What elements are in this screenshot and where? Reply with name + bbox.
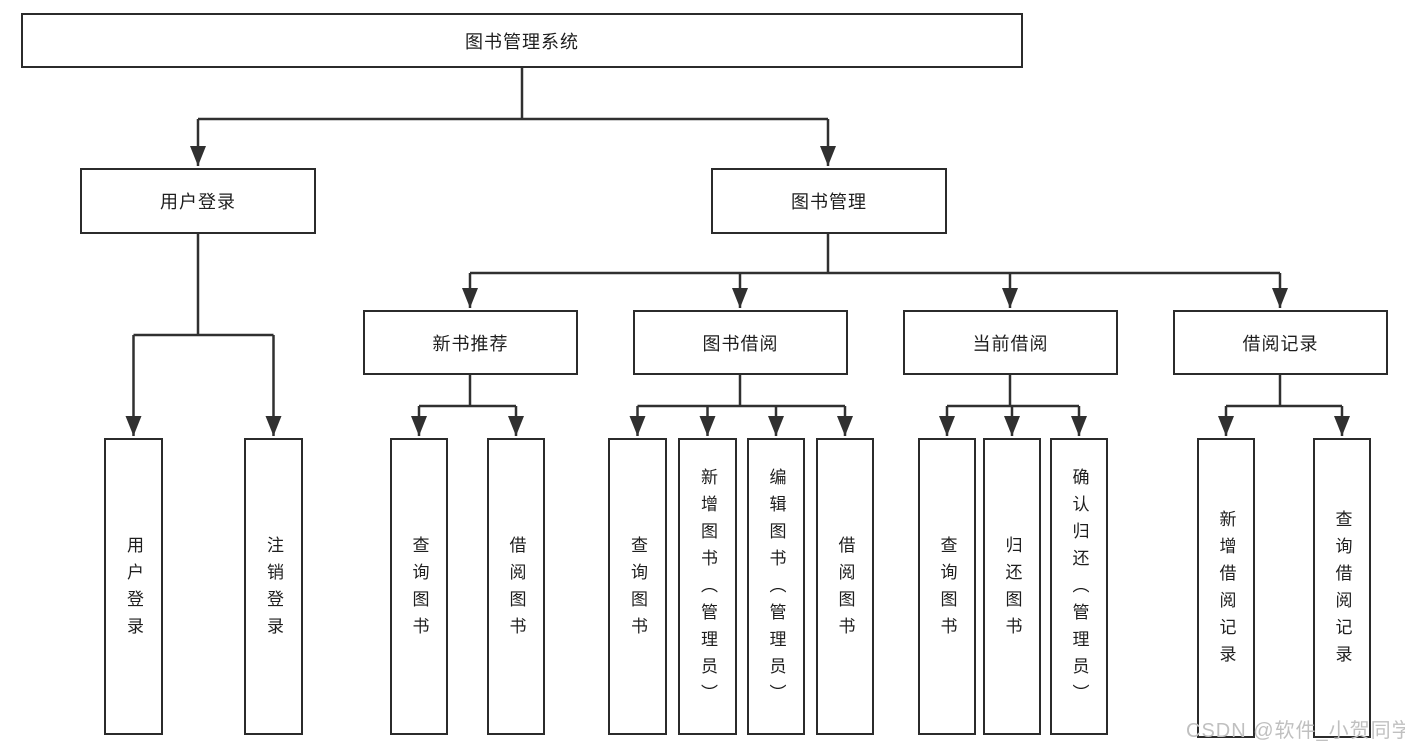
leaf-borrow-query-book: 查询图书: [608, 438, 667, 735]
node-library-management-system: 图书管理系统: [21, 13, 1023, 68]
leaf-current-query-book: 查询图书: [918, 438, 976, 735]
node-borrow-records: 借阅记录: [1173, 310, 1388, 375]
leaf-borrow-borrow-book: 借阅图书: [816, 438, 874, 735]
leaf-logout: 注销登录: [244, 438, 303, 735]
leaf-newbook-borrow-book: 借阅图书: [487, 438, 545, 735]
leaf-borrow-add-book-admin: 新增图书（管理员）: [678, 438, 737, 735]
leaf-newbook-query-book: 查询图书: [390, 438, 448, 735]
leaf-record-add: 新增借阅记录: [1197, 438, 1255, 738]
leaf-current-confirm-return-admin: 确认归还（管理员）: [1050, 438, 1108, 735]
watermark: CSDN @软件_小贺同学: [1186, 720, 1405, 742]
node-current-borrow: 当前借阅: [903, 310, 1118, 375]
leaf-current-return-book: 归还图书: [983, 438, 1041, 735]
leaf-borrow-edit-book-admin: 编辑图书（管理员）: [747, 438, 805, 735]
node-book-management: 图书管理: [711, 168, 947, 234]
node-user-login: 用户登录: [80, 168, 316, 234]
node-book-borrow: 图书借阅: [633, 310, 848, 375]
node-new-book-recommend: 新书推荐: [363, 310, 578, 375]
leaf-user-login: 用户登录: [104, 438, 163, 735]
leaf-record-query: 查询借阅记录: [1313, 438, 1371, 738]
